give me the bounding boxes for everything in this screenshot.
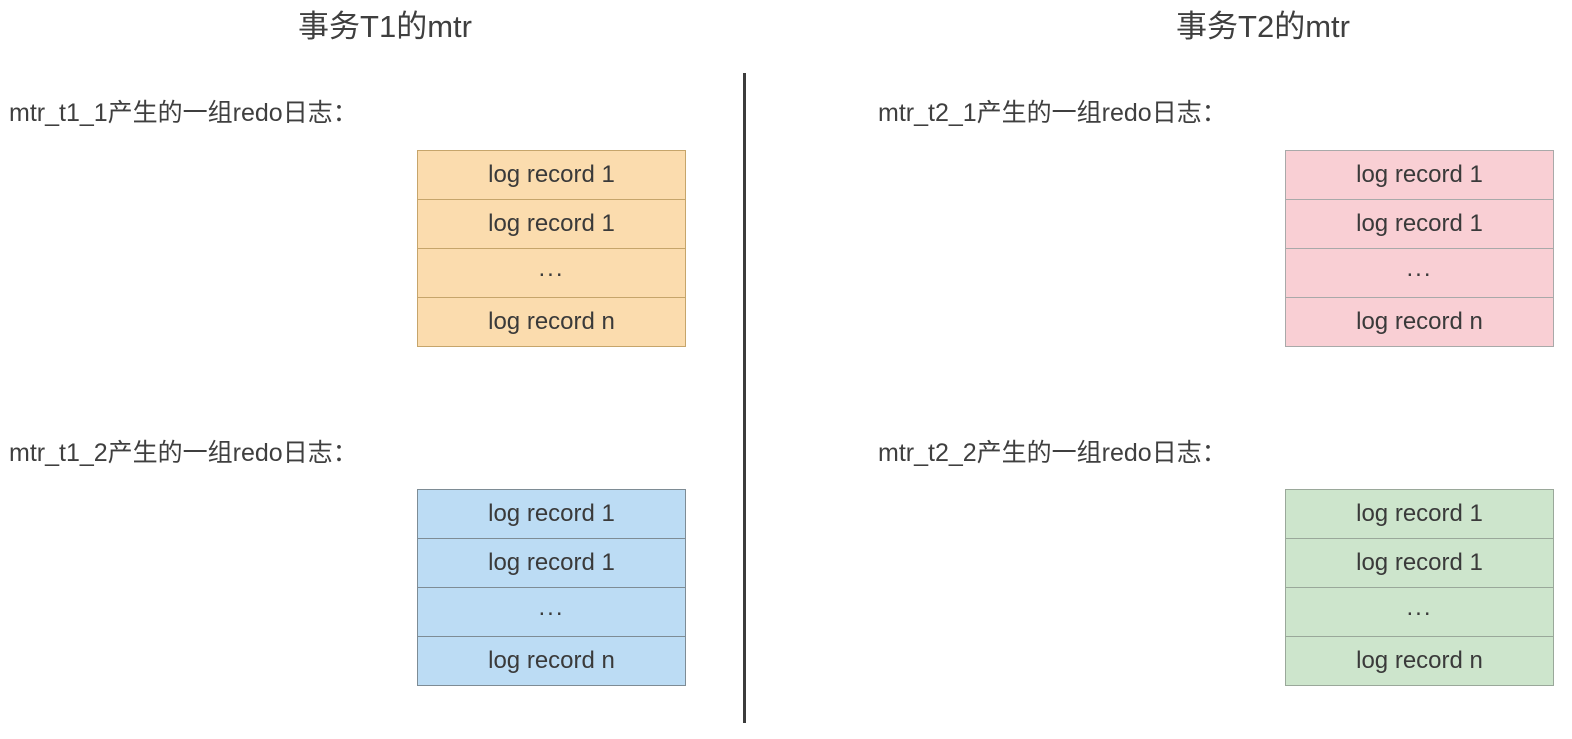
log-record-row: log record n <box>1285 297 1554 347</box>
log-record-stack-mtr-t2-2: log record 1 log record 1 ... log record… <box>1285 489 1554 686</box>
log-record-row: log record 1 <box>417 199 686 249</box>
column-title-t2: 事务T2的mtr <box>1176 9 1350 44</box>
log-record-row: log record 1 <box>417 538 686 588</box>
log-record-row: log record n <box>1285 636 1554 686</box>
group-label-mtr-t2-2: mtr_t2_2产生的一组redo日志： <box>878 439 1227 467</box>
log-record-row-ellipsis: ... <box>417 248 686 298</box>
log-record-row: log record 1 <box>1285 538 1554 588</box>
group-label-mtr-t1-2: mtr_t1_2产生的一组redo日志： <box>9 439 358 467</box>
log-record-row: log record 1 <box>1285 199 1554 249</box>
log-record-row: log record 1 <box>1285 150 1554 200</box>
group-label-mtr-t2-1: mtr_t2_1产生的一组redo日志： <box>878 99 1227 127</box>
group-label-mtr-t1-1: mtr_t1_1产生的一组redo日志： <box>9 99 358 127</box>
log-record-row: log record n <box>417 636 686 686</box>
log-record-stack-mtr-t1-1: log record 1 log record 1 ... log record… <box>417 150 686 347</box>
log-record-row: log record 1 <box>417 489 686 539</box>
log-record-row-ellipsis: ... <box>417 587 686 637</box>
log-record-row: log record n <box>417 297 686 347</box>
log-record-stack-mtr-t1-2: log record 1 log record 1 ... log record… <box>417 489 686 686</box>
log-record-stack-mtr-t2-1: log record 1 log record 1 ... log record… <box>1285 150 1554 347</box>
log-record-row-ellipsis: ... <box>1285 248 1554 298</box>
column-title-t1: 事务T1的mtr <box>298 9 472 44</box>
log-record-row: log record 1 <box>1285 489 1554 539</box>
column-divider <box>743 73 746 723</box>
log-record-row-ellipsis: ... <box>1285 587 1554 637</box>
log-record-row: log record 1 <box>417 150 686 200</box>
